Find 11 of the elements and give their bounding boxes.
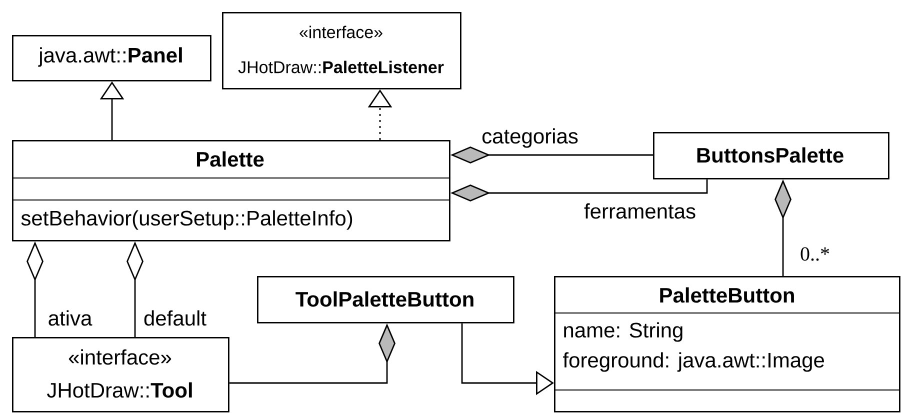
edge-label: ativa [46,309,94,327]
class-box: ButtonsPalette [653,132,890,180]
edge-label: 0..* [799,246,831,262]
class-box: Palette setBehavior(userSetup::PaletteInfo) [12,140,450,242]
edge-label: ferramentas [583,202,698,220]
class-box: ToolPaletteButton [257,276,514,324]
class-box: «interface» JHotDraw::Tool [12,337,230,412]
class-box: PaletteButton name: String foreground: java.awt::Image [554,276,900,412]
edge-label: default [142,309,208,327]
edge-label: categorias [480,127,580,149]
class-box: «interface» JHotDraw::PaletteListener [222,12,462,90]
